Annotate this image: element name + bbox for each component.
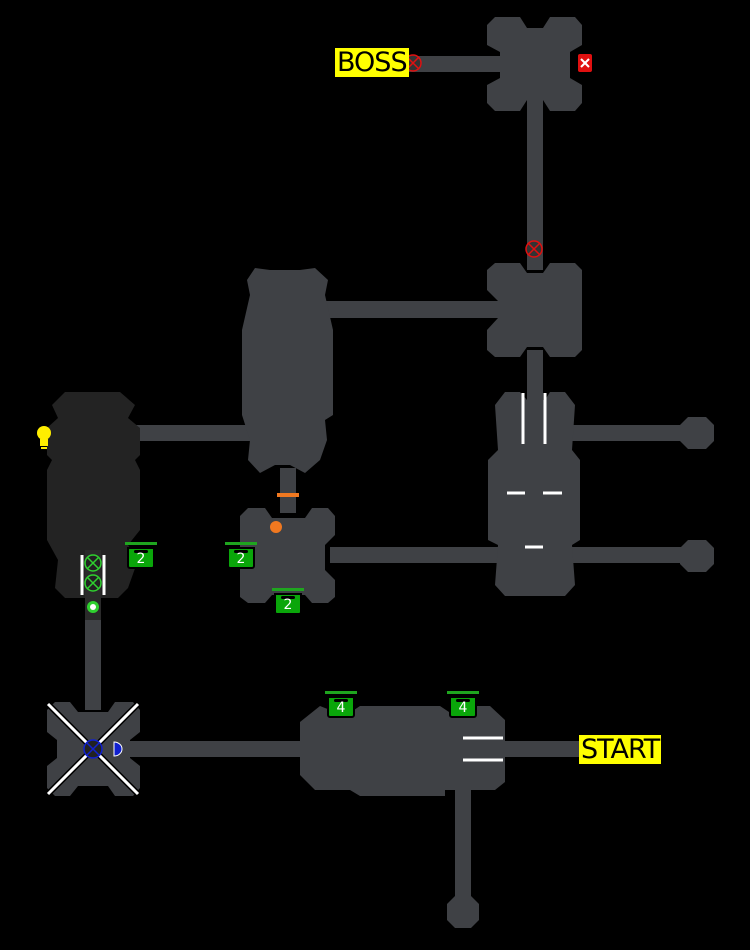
orange-barrier [277,493,299,497]
mine-red-icon [525,240,543,258]
room-dark [47,392,140,598]
key-chest-badge[interactable]: 2 [272,588,304,617]
chest-slot [456,699,470,702]
chest-lid [325,691,357,694]
corridor-boss [405,56,505,72]
chest-lid [272,588,304,591]
node-east-lower [680,540,714,572]
node-east-upper [680,417,714,449]
key-chest-badge[interactable]: 2 [225,542,257,571]
key-chest-badge[interactable]: 2 [125,542,157,571]
key-count: 4 [336,700,346,716]
corridor-upper-horizontal [320,301,500,318]
boss-label: BOSS [335,47,409,78]
start-label: START [579,734,662,765]
red-x-switch-icon[interactable] [578,54,592,72]
room-boss [487,17,582,111]
corridor-west-vertical [85,595,101,710]
key-count: 2 [236,551,246,567]
green-orb-icon[interactable] [87,601,99,613]
chest-slot [334,699,348,702]
lightbulb-icon[interactable] [37,426,51,449]
room-right [488,392,580,596]
orange-orb-icon[interactable] [270,521,282,533]
room-junction [487,263,582,357]
corridor-boss-vertical [527,100,543,270]
corridor-south-horizontal [130,741,310,757]
key-chest-badge[interactable]: 4 [447,691,479,720]
mine-green-icon [84,554,102,572]
corridor-right-vertical [527,350,543,400]
chest-slot [281,596,295,599]
mine-green-icon [84,574,102,592]
corridor-south-vertical [455,790,471,902]
key-count: 2 [136,551,146,567]
chest-slot [234,550,248,553]
corridor-left-horizontal [135,425,260,441]
room-hall [300,706,505,796]
key-chest-badge[interactable]: 4 [325,691,357,720]
chest-lid [447,691,479,694]
key-count: 2 [283,597,293,613]
chest-lid [225,542,257,545]
mine-red-icon [404,54,422,72]
node-south [447,896,479,928]
corridor-start [500,741,585,757]
chest-lid [125,542,157,545]
corridor-east-upper [570,425,690,441]
room-mid [240,508,335,603]
corridor-mid-vertical [280,468,296,513]
mine-blue-icon [83,739,103,759]
blue-half-disc-icon[interactable] [113,741,123,757]
chest-slot [134,550,148,553]
key-count: 4 [458,700,468,716]
room-tall [242,268,333,473]
